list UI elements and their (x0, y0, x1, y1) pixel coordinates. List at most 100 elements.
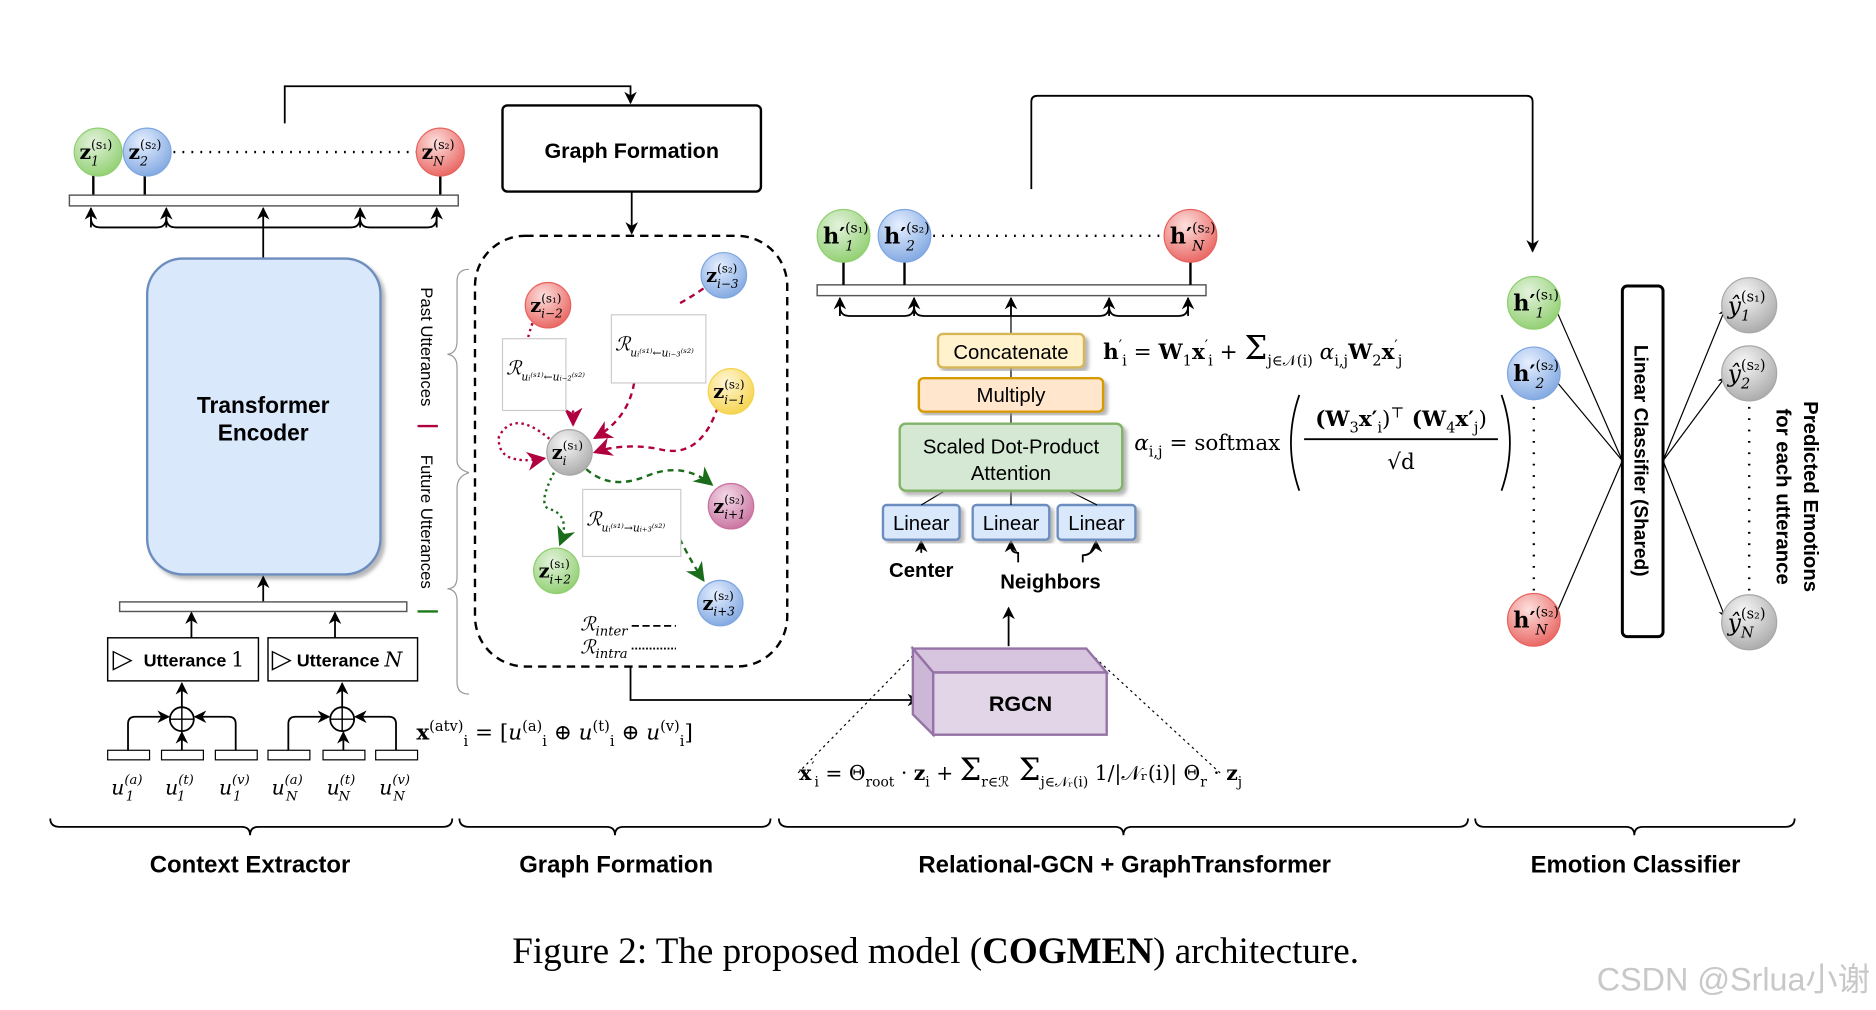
section-label-context-extractor: Context Extractor (150, 851, 351, 878)
formula-token: u (646, 721, 660, 746)
attention-label-line2: Attention (971, 463, 1051, 485)
attention-block (898, 422, 1124, 492)
center-label: Center (889, 560, 953, 582)
concatenate-label: Concatenate (953, 342, 1068, 364)
modality-input-bar (322, 749, 366, 761)
future-utterances-label: Future Utterances (417, 455, 436, 589)
formula-token: √d (1387, 450, 1415, 475)
formula-rgcn: x′i = Θroot · zi + Σr∈ℛ Σj∈𝒩ᵣ(i) 1/|𝒩ᵣ(i… (799, 753, 1242, 790)
node-index: N (1534, 623, 1548, 639)
node-speaker: (s₂) (1535, 358, 1558, 374)
node-circle (1721, 594, 1778, 651)
h-final-node: h′(s₂)2 (1506, 346, 1561, 401)
predicted-emotion-node: ŷ(s₂)N (1721, 594, 1778, 651)
formula-token: (a) (522, 718, 542, 735)
formula-token: + (1213, 340, 1245, 365)
svg-text:(W3x′i)⊤ (W4x′j): (W3x′i)⊤ (W4x′j) (1315, 404, 1487, 436)
node-speaker: (s₂) (906, 221, 929, 237)
utterance-1-box: ▷ Utterance 1 (106, 637, 260, 682)
node-circle (122, 127, 172, 177)
formula-token: α (1313, 340, 1335, 365)
node-symbol: h′ (1513, 608, 1535, 634)
formula-token: root (866, 774, 895, 790)
formula-token: r (1200, 774, 1207, 790)
formula-token: Θ (1184, 761, 1201, 785)
formula-token: 1/|𝒩ᵣ(i)| (1088, 761, 1183, 786)
node-speaker: (s₂) (1192, 221, 1215, 237)
formula-token: i (1377, 419, 1382, 436)
svg-text:z(s₁)i−2: z(s₁)i−2 (530, 291, 562, 320)
arrow-to-classifier (1030, 94, 1539, 253)
formula-token: 2 (1372, 352, 1381, 369)
utterance-label: Utterance (297, 651, 385, 671)
node-index: N (1191, 238, 1205, 254)
svg-text:h′(s₂)N: h′(s₂)N (1170, 221, 1216, 255)
node-symbol: z (706, 264, 717, 287)
svg-text:ℛuᵢ⁽ˢ¹⁾←uᵢ₋₂⁽ˢ²⁾: ℛuᵢ⁽ˢ¹⁾←uᵢ₋₂⁽ˢ²⁾ (506, 357, 585, 384)
formula-token: i (1122, 352, 1127, 369)
svg-text:h′(s₂)N: h′(s₂) N (1513, 605, 1559, 639)
node-circle (707, 482, 755, 530)
node-symbol: z (128, 140, 140, 164)
attention-label-line1: Scaled Dot-Product (923, 437, 1100, 459)
node-index: i (563, 454, 567, 468)
formula-token: x (1192, 340, 1205, 365)
relation-label: ℛuᵢ⁽ˢ¹⁾→uᵢ₊₃⁽ˢ²⁾ (582, 488, 682, 558)
node-symbol: z (539, 560, 550, 583)
node-symbol: z (422, 140, 434, 164)
node-symbol: z (703, 592, 714, 615)
node-symbol: z (713, 495, 724, 518)
svg-text:z(s₂)i+3: z(s₂)i+3 (703, 589, 736, 618)
formula-token: z (914, 761, 926, 785)
distribution-brace (838, 306, 1189, 317)
node-speaker: (s₂) (1535, 605, 1558, 621)
formula-token: i (463, 733, 468, 750)
modality-input-bar (214, 749, 258, 761)
h-node: h′(s₁)1 (816, 208, 871, 263)
node-index: N (1740, 625, 1755, 641)
formula-token: W (1157, 340, 1183, 365)
svg-text:ℛuᵢ⁽ˢ¹⁾→uᵢ₊₃⁽ˢ²⁾: ℛuᵢ⁽ˢ¹⁾→uᵢ₊₃⁽ˢ²⁾ (586, 507, 665, 534)
svg-text:h′(s₁)1: h′(s₁)1 (823, 221, 869, 255)
formula-token: ′ (1119, 337, 1122, 354)
node-index: i−3 (717, 277, 739, 291)
node-speaker: (s₂) (1741, 607, 1766, 623)
node-speaker: (s₂) (140, 137, 161, 152)
formula-token: 1 (1183, 352, 1192, 369)
formula-token: 3 (1350, 419, 1359, 436)
h-final-node: h′(s₂) N (1506, 592, 1561, 647)
modality-input-bar (375, 749, 419, 761)
node-index: i+1 (724, 508, 745, 522)
modality-input-label: u(t)N (327, 773, 356, 805)
h-node: h′(s₂)2 (877, 208, 932, 263)
node-symbol: z (552, 441, 563, 464)
node-speaker: (s₁) (91, 137, 112, 152)
formula-token: ′ (1394, 337, 1397, 354)
output-bar (68, 194, 459, 207)
section-label-rgcn-graphtransformer: Relational-GCN + GraphTransformer (918, 851, 1330, 878)
node-speaker: (s₂) (1741, 358, 1766, 374)
node-speaker: (s₂) (717, 261, 737, 275)
formula-token: x (416, 721, 429, 746)
formula-token: i (814, 774, 819, 790)
svg-text:h′(s₂)2: h′(s₂)2 (1513, 358, 1559, 392)
multiply-label: Multiply (977, 385, 1047, 407)
emotion-classifier: h′(s₁)1h′(s₂)2h′(s₂)N Linear Classifier … (1506, 275, 1821, 651)
h-final-node: h′(s₁)1 (1506, 275, 1561, 330)
formula-token: ⊤ (1390, 404, 1404, 421)
predicted-emotions-label: Predicted Emotions (1799, 401, 1821, 592)
node-index: i+3 (713, 605, 735, 619)
node-symbol: z (79, 140, 91, 164)
modality-input-label: u(a)N (272, 773, 303, 805)
node-circle (707, 368, 755, 415)
formula-token: ⊕ (615, 721, 647, 746)
node-speaker: (s₁) (550, 557, 570, 571)
svg-text:h′(s₁)1: h′(s₁)1 (1513, 288, 1559, 322)
node-speaker: (s₁) (1741, 290, 1766, 306)
node-symbol: z (713, 380, 724, 403)
formula-token: j (1396, 352, 1403, 369)
encoder-label-line1: Transformer (197, 392, 330, 418)
formula-atv-concat: x(atv)i = [u(a)i ⊕ u(t)i ⊕ u(v)i] (416, 718, 693, 750)
